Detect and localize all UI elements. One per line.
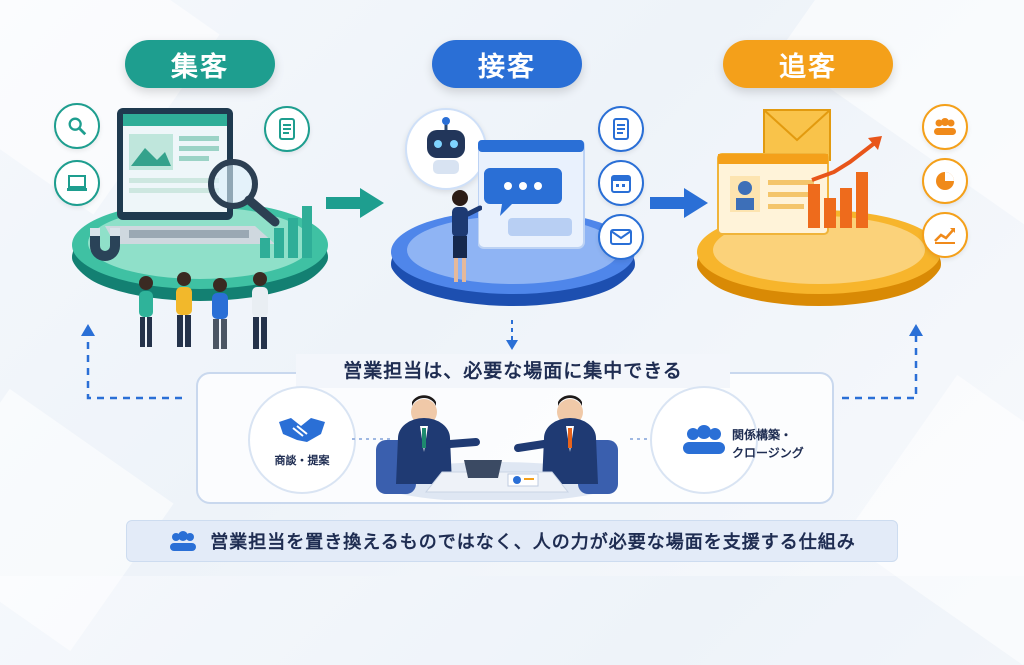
dashed-connector-right: [838, 322, 938, 404]
relationship-label-line2: クロージング: [732, 444, 804, 462]
chat-window-illustration: [478, 140, 588, 252]
pie-chart-icon: [922, 158, 968, 204]
stage-label: 集客: [171, 45, 229, 84]
people-icon: [168, 530, 198, 552]
flow-arrow-2: [650, 188, 710, 218]
footer-banner: 営業担当を置き換えるものではなく、人の力が必要な場面を支援する仕組み: [126, 520, 898, 562]
laptop-icon: [54, 160, 100, 206]
focus-panel-title: 営業担当は、必要な場面に集中できる: [296, 354, 730, 388]
mail-icon: [598, 214, 644, 260]
relationship-label-line1: 関係構築・: [732, 426, 804, 444]
team-icon: [681, 425, 727, 455]
growth-bars-icon: [256, 200, 316, 260]
footer-text: 営業担当を置き換えるものではなく、人の力が必要な場面を支援する仕組み: [210, 528, 855, 554]
dashboard-illustration: [716, 100, 886, 250]
meeting-illustration: [372, 392, 622, 500]
badge-negotiation: 商談・提案: [248, 386, 356, 494]
woman-illustration: [442, 188, 482, 288]
relationship-label: 関係構築・ クロージング: [732, 426, 804, 462]
flow-arrow-1: [326, 188, 386, 218]
trend-chart-icon: [922, 212, 968, 258]
dashed-connector-center: [504, 318, 520, 354]
stage-pill-tsuikyaku: 追客: [723, 40, 893, 88]
negotiation-label: 商談・提案: [275, 452, 330, 468]
dashed-connector-left: [78, 322, 188, 404]
magnet-icon: [82, 222, 128, 268]
chatbot-bubble: [405, 108, 487, 190]
stage-label: 追客: [779, 45, 837, 84]
stage-pill-sekkyaku: 接客: [432, 40, 582, 88]
robot-icon: [407, 110, 485, 188]
calendar-icon: [598, 160, 644, 206]
document-icon: [598, 106, 644, 152]
stage-pill-shukyaku: 集客: [125, 40, 275, 88]
handshake-icon: [277, 412, 327, 446]
search-icon: [54, 103, 100, 149]
stage-label: 接客: [478, 45, 536, 84]
people-icon: [922, 104, 968, 150]
